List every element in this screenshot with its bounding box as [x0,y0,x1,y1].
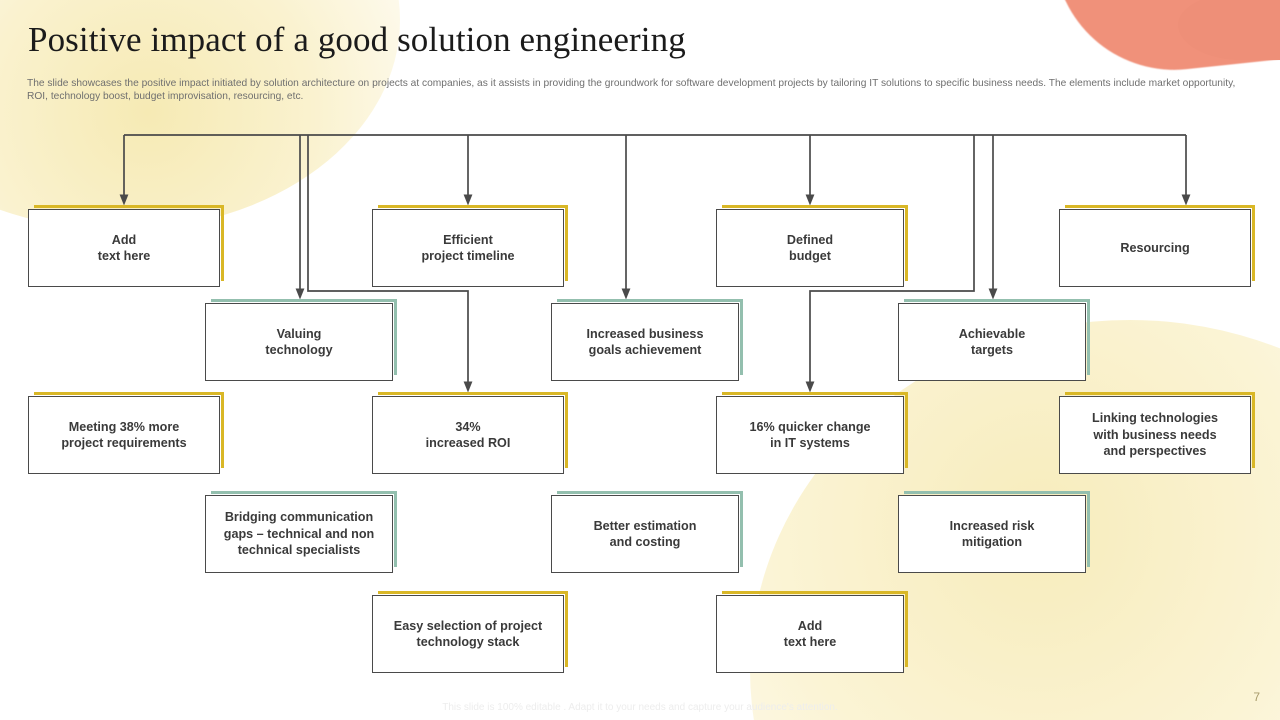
coral-blob-decoration [1053,0,1280,82]
page-title: Positive impact of a good solution engin… [28,20,686,59]
flow-node-n9[interactable]: 34%increased ROI [372,392,568,474]
coral-blob-decoration-secondary [1178,0,1280,60]
page-number: 7 [1253,690,1260,704]
page-subtitle: The slide showcases the positive impact … [27,78,1236,102]
footer-note: This slide is 100% editable . Adapt it t… [442,702,838,713]
flow-node-label: Resourcing [1120,240,1190,255]
flow-node-n4[interactable]: Resourcing [1059,205,1255,287]
flow-node-label: 34%increased ROI [425,419,511,451]
